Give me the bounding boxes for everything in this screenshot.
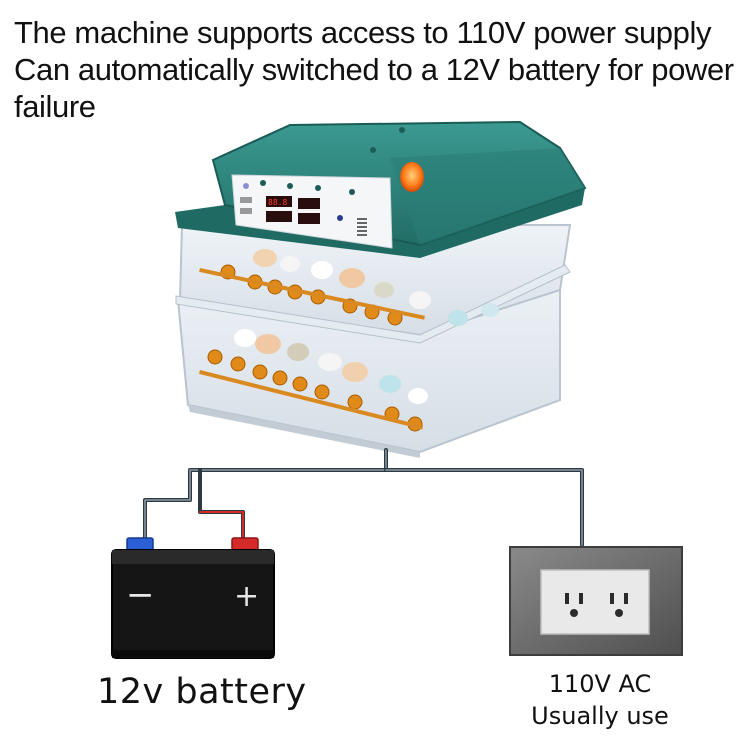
battery-label: 12v battery xyxy=(97,672,307,712)
outlet-label: 110V AC Usually use xyxy=(520,668,680,732)
eggs-lower xyxy=(234,329,428,404)
battery-plus-sign: + xyxy=(234,579,259,614)
candling-lamp-icon xyxy=(400,162,424,192)
outlet-label-line-1: 110V AC xyxy=(548,670,652,698)
power-cables xyxy=(143,448,584,547)
egg-roller-rows-lower xyxy=(199,349,424,432)
humidity-display xyxy=(266,211,292,222)
incubator: 88.8 xyxy=(175,120,587,458)
battery xyxy=(111,537,275,659)
egg-roller-rows-upper xyxy=(199,264,425,326)
outlet-socket-right xyxy=(610,593,628,617)
headline-line-3: failure xyxy=(14,89,96,124)
headline: The machine supports access to 110V powe… xyxy=(14,14,744,125)
outlet-label-line-2: Usually use xyxy=(531,702,669,730)
headline-line-1: The machine supports access to 110V powe… xyxy=(14,15,712,50)
svg-text:88.8: 88.8 xyxy=(268,198,287,207)
outlet-socket-left xyxy=(565,593,583,617)
headline-line-2: Can automatically switched to a 12V batt… xyxy=(14,52,734,87)
wall-outlet xyxy=(509,546,683,656)
battery-minus-sign: − xyxy=(126,575,155,615)
eggs-upper xyxy=(253,249,499,326)
temperature-display xyxy=(266,196,292,207)
power-indicator-icon xyxy=(337,215,343,221)
lid-buttons xyxy=(260,127,405,195)
outlet-socket-face xyxy=(540,569,650,635)
